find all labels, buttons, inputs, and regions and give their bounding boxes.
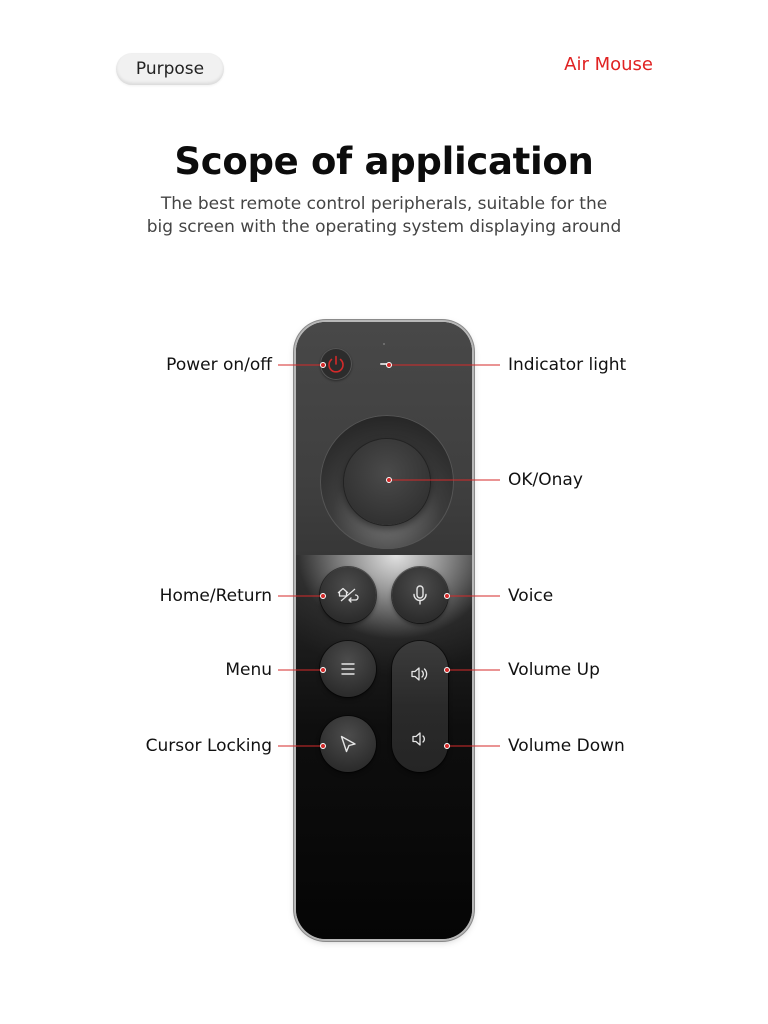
menu-button[interactable] (320, 641, 376, 697)
volume-up-callout-label: Volume Up (508, 660, 600, 680)
cursor-lock-callout-label: Cursor Locking (145, 736, 272, 756)
subtitle-line-1: The best remote control peripherals, sui… (160, 194, 608, 214)
volume-up-button[interactable] (392, 641, 448, 707)
menu-callout-label: Menu (225, 660, 272, 680)
ok-callout-label: OK/Onay (508, 470, 583, 490)
page-title: Scope of application (174, 140, 594, 183)
power-icon (328, 355, 344, 373)
cursor-arrow-icon (340, 735, 356, 753)
cursor-locking-button[interactable] (320, 716, 376, 772)
indicator-callout-label: Indicator light (508, 355, 627, 375)
hamburger-menu-icon (341, 663, 355, 675)
microphone-hole (383, 343, 385, 345)
purpose-tag-label: Purpose (135, 59, 205, 79)
home-return-button[interactable] (320, 567, 376, 623)
voice-button[interactable] (392, 567, 448, 623)
voice-callout-label: Voice (508, 586, 554, 606)
indicator-light (380, 363, 390, 365)
speaker-low-icon (412, 732, 425, 746)
power-button[interactable] (320, 348, 352, 380)
speaker-high-icon (411, 667, 428, 681)
microphone-icon (413, 585, 427, 605)
page-subtitle: The best remote control peripherals, sui… (0, 193, 768, 239)
brand-label: Air Mouse (564, 54, 653, 75)
volume-rocker (392, 641, 448, 772)
home-return-icon (337, 587, 359, 603)
subtitle-line-2: big screen with the operating system dis… (146, 217, 622, 237)
volume-down-callout-label: Volume Down (508, 736, 625, 756)
volume-down-button[interactable] (392, 707, 448, 773)
home-return-callout-label: Home/Return (159, 586, 272, 606)
purpose-tag: Purpose (116, 53, 224, 85)
power-callout-label: Power on/off (166, 355, 272, 375)
ok-button[interactable] (344, 439, 430, 525)
remote-control (296, 322, 472, 939)
